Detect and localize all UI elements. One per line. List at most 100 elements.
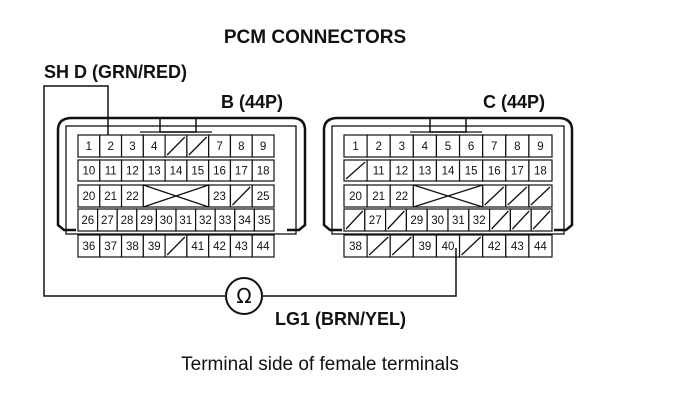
pin-label: 9 <box>537 141 543 153</box>
pin-cell <box>164 234 188 258</box>
pin-cell: 8 <box>229 134 253 158</box>
pin-label: 16 <box>213 166 226 178</box>
pin-label: 11 <box>373 166 385 178</box>
pin-cell <box>458 234 484 258</box>
pin-cell: 33 <box>214 208 236 232</box>
pin-cell: 9 <box>528 134 553 158</box>
pin-label: 22 <box>395 191 408 203</box>
pin-cell <box>509 208 532 232</box>
pin-cell: 43 <box>505 234 530 258</box>
pin-cell: 18 <box>251 159 275 182</box>
pin-cell <box>343 208 366 232</box>
pin-cell: 30 <box>426 208 449 232</box>
key-divider-x <box>142 184 210 208</box>
pin-label: 30 <box>160 215 173 227</box>
pin-label: 35 <box>258 215 271 227</box>
pin-cell: 3 <box>120 134 144 158</box>
pin-cell: 27 <box>96 208 118 232</box>
diagram-title: PCM CONNECTORS <box>224 27 406 48</box>
pin-label: 17 <box>511 166 524 178</box>
pin-label: 4 <box>151 141 158 153</box>
connector-b-label: B (44P) <box>221 92 283 112</box>
pin-cell: 42 <box>208 234 232 258</box>
pin-label: 13 <box>418 166 431 178</box>
pin-label: 10 <box>82 166 95 178</box>
pin-label: 25 <box>257 191 270 203</box>
pin-cell: 1 <box>77 134 101 158</box>
lg1-wire <box>262 248 457 297</box>
pin-cell <box>489 208 512 232</box>
pin-label: 39 <box>418 241 431 253</box>
pin-cell: 39 <box>142 234 166 258</box>
pin-cell: 28 <box>116 208 138 232</box>
pin-cell: 17 <box>229 159 253 182</box>
pin-label: 16 <box>488 166 501 178</box>
pin-label: 20 <box>82 191 95 203</box>
pin-cell: 7 <box>482 134 507 158</box>
pin-cell: 43 <box>229 234 253 258</box>
pin-label: 22 <box>126 191 139 203</box>
pin-cell: 12 <box>120 159 144 182</box>
pin-label: 18 <box>257 166 270 178</box>
pin-cell: 10 <box>77 159 101 182</box>
pin-cell <box>366 234 391 258</box>
ohmmeter-icon <box>225 277 263 315</box>
pin-label: 26 <box>81 215 94 227</box>
pin-cell: 25 <box>251 184 275 208</box>
pin-cell: 16 <box>208 159 232 182</box>
pin-cell <box>528 184 553 208</box>
pin-cell <box>343 159 368 182</box>
ohm-symbol: Ω <box>236 284 251 308</box>
pin-label: 8 <box>238 141 244 153</box>
pin-label: 20 <box>349 191 362 203</box>
pin-cell <box>186 134 210 158</box>
pin-cell: 14 <box>164 159 188 182</box>
pin-cell <box>505 184 530 208</box>
pin-label: 1 <box>86 141 92 153</box>
pin-label: 3 <box>399 141 405 153</box>
pin-cell <box>164 134 188 158</box>
pin-label: 32 <box>199 215 212 227</box>
pin-label: 44 <box>257 241 270 253</box>
pin-cell: 15 <box>186 159 210 182</box>
pin-cell: 21 <box>366 184 391 208</box>
pin-cell: 22 <box>389 184 414 208</box>
pin-label: 41 <box>191 241 204 253</box>
shd-wire-label: SH D (GRN/RED) <box>44 62 187 82</box>
pin-cell <box>389 234 414 258</box>
pin-label: 30 <box>431 215 444 227</box>
pin-cell: 35 <box>253 208 275 232</box>
pin-label: 13 <box>148 166 161 178</box>
pin-label: 28 <box>121 215 134 227</box>
key-divider-x <box>412 184 484 208</box>
connector-c-label: C (44P) <box>483 92 545 112</box>
pin-cell: 2 <box>366 134 391 158</box>
pin-label: 40 <box>442 241 455 253</box>
pin-cell: 14 <box>435 159 461 182</box>
pin-label: 17 <box>235 166 248 178</box>
pin-label: 15 <box>465 166 478 178</box>
pin-label: 29 <box>410 215 423 227</box>
pin-label: 27 <box>101 215 114 227</box>
pin-cell: 40 <box>435 234 461 258</box>
pin-label: 8 <box>514 141 520 153</box>
pin-cell: 13 <box>412 159 438 182</box>
pin-cell: 29 <box>136 208 158 232</box>
pin-label: 12 <box>126 166 139 178</box>
pin-label: 23 <box>213 191 226 203</box>
pin-cell <box>385 208 408 232</box>
pin-cell: 2 <box>99 134 123 158</box>
pin-cell: 6 <box>458 134 484 158</box>
pin-cell: 15 <box>458 159 484 182</box>
pin-cell <box>229 184 253 208</box>
pin-cell: 9 <box>251 134 275 158</box>
pin-label: 7 <box>216 141 222 153</box>
pin-cell: 5 <box>435 134 461 158</box>
pin-cell <box>482 184 507 208</box>
pin-label: 44 <box>534 241 547 253</box>
pin-label: 18 <box>534 166 547 178</box>
caption: Terminal side of female terminals <box>181 354 459 375</box>
